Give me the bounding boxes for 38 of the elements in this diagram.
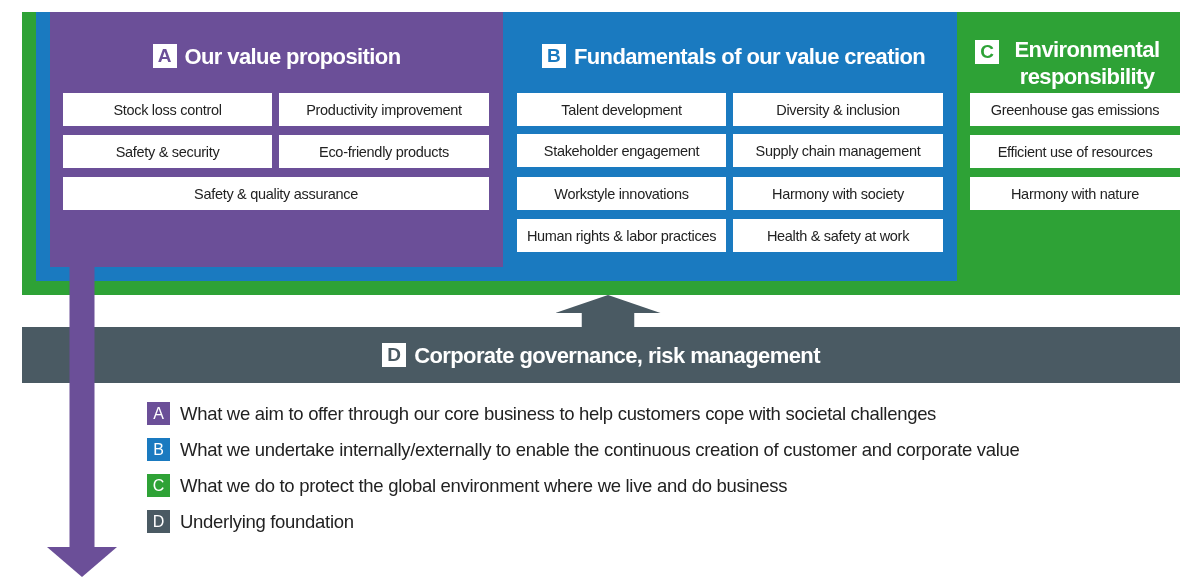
value-creation-panel [36, 12, 957, 281]
legend-swatch: B [147, 438, 170, 461]
legend-text: What we do to protect the global environment where we live and do business [180, 474, 788, 497]
legend-swatch: A [147, 402, 170, 425]
topic-box: Eco-friendly products [279, 135, 489, 168]
legend-text: What we undertake internally/externally to enable the continuous creation of customer and corporate value [180, 438, 1020, 461]
panel-title: Fundamentals of our value creation [573, 42, 926, 70]
letter-badge: D [382, 343, 407, 367]
legend-text: What we aim to offer through our core business to help customers cope with societal challenges [180, 402, 937, 425]
topic-box: Workstyle innovations [517, 177, 726, 210]
topic-box: Human rights & labor practices [517, 219, 726, 252]
panel-title: Our value proposition [184, 42, 401, 70]
topic-box: Supply chain management [733, 134, 943, 167]
legend-text: Underlying foundation [180, 510, 354, 533]
topic-box: Health & safety at work [733, 219, 943, 252]
topic-box: Greenhouse gas emissions [970, 93, 1180, 126]
topic-box: Efficient use of resources [970, 135, 1180, 168]
letter-badge: B [541, 44, 566, 68]
topic-box: Diversity & inclusion [733, 93, 943, 126]
panel-title: Corporate governance, risk management [414, 341, 820, 369]
topic-box: Stakeholder engagement [517, 134, 726, 167]
topic-box: Stock loss control [63, 93, 272, 126]
legend-swatch: C [147, 474, 170, 497]
topic-box: Harmony with nature [970, 177, 1180, 210]
topic-box: Safety & quality assurance [63, 177, 489, 210]
topic-box: Harmony with society [733, 177, 943, 210]
topic-box: Talent development [517, 93, 726, 126]
value-proposition-panel [50, 12, 503, 267]
topic-box: Safety & security [63, 135, 272, 168]
panel-title: Environmental responsibility [1013, 36, 1161, 90]
letter-badge: A [152, 44, 177, 68]
block-arrow [555, 295, 661, 327]
letter-badge: C [975, 40, 999, 64]
block-arrow [47, 267, 117, 577]
legend-swatch: D [147, 510, 170, 533]
topic-box: Productivity improvement [279, 93, 489, 126]
environment-panel [22, 12, 1180, 295]
governance-bar [22, 327, 1180, 383]
